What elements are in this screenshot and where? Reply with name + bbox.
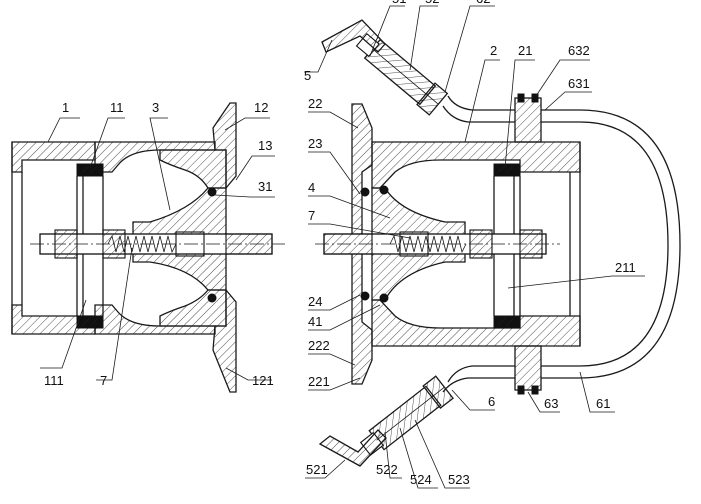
- label-221: 221: [308, 374, 330, 389]
- label-1: 1: [62, 100, 69, 115]
- clamp-block-bottom: [514, 345, 542, 391]
- label-632: 632: [568, 43, 590, 58]
- left-coupling-assembly: [11, 102, 285, 393]
- label-222: 222: [308, 338, 330, 353]
- label-62: 62: [476, 0, 490, 6]
- label-51: 51: [392, 0, 406, 6]
- inner-body-top: [159, 149, 227, 189]
- label-524: 524: [410, 472, 432, 487]
- label-31: 31: [258, 179, 272, 194]
- label-111: 111: [44, 373, 64, 388]
- label-21: 21: [518, 43, 532, 58]
- u-pipe-outer: [541, 109, 681, 379]
- clamp-block-top: [514, 97, 542, 143]
- label-63: 63: [544, 396, 558, 411]
- label-12: 12: [254, 100, 268, 115]
- o-ring-23: [360, 187, 370, 197]
- o-ring-top: [207, 187, 217, 197]
- label-6: 6: [488, 394, 495, 409]
- leader-lines: [40, 5, 645, 489]
- o-ring-bottom: [207, 293, 217, 303]
- label-631: 631: [568, 76, 590, 91]
- label-521: 521: [306, 462, 328, 477]
- label-4: 4: [308, 180, 315, 195]
- label-24: 24: [308, 294, 322, 309]
- label-211: 211: [615, 260, 636, 275]
- label-22: 22: [308, 96, 322, 111]
- label-23: 23: [308, 136, 322, 151]
- label-52: 52: [425, 0, 439, 6]
- bottom-handle: [318, 429, 387, 467]
- label-41: 41: [308, 314, 322, 329]
- label-2: 2: [490, 43, 497, 58]
- label-522: 522: [376, 462, 398, 477]
- housing-2-top: [371, 141, 581, 189]
- label-7-right: 7: [308, 208, 315, 223]
- o-ring-24: [360, 291, 370, 301]
- label-11: 11: [110, 100, 124, 115]
- top-handle-5: [321, 19, 386, 53]
- inner-body-bottom: [159, 289, 227, 327]
- label-3: 3: [152, 100, 159, 115]
- label-13: 13: [258, 138, 272, 153]
- label-5: 5: [304, 68, 311, 83]
- label-61: 61: [596, 396, 610, 411]
- label-7-left: 7: [100, 373, 107, 388]
- label-523: 523: [448, 472, 470, 487]
- housing-2-bottom: [371, 299, 581, 347]
- part-labels: 1 11 3 12 13 31 111 7 121 5 51 52 62 2 2…: [44, 0, 636, 487]
- label-121: 121: [252, 373, 274, 388]
- right-coupling-assembly: [315, 19, 681, 467]
- u-pipe-inner: [541, 121, 669, 367]
